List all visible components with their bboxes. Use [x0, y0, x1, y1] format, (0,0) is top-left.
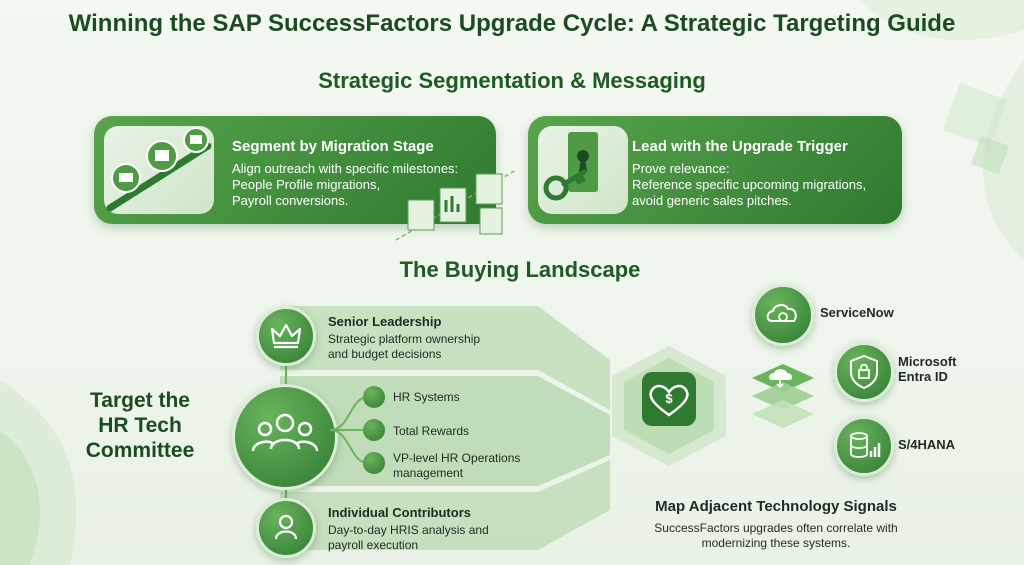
senior-leadership-badge	[256, 306, 316, 366]
committee-badge	[232, 384, 338, 490]
crown-icon	[270, 323, 302, 349]
page-title: Winning the SAP SuccessFactors Upgrade C…	[68, 10, 956, 37]
funnel-bands	[280, 306, 610, 550]
servicenow-badge	[752, 284, 814, 346]
person-icon	[274, 514, 298, 540]
migration-stage-line2: People Profile migrations,	[232, 177, 381, 192]
entra-line2: Entra ID	[898, 369, 948, 384]
hr-systems-label: HR Systems	[393, 390, 460, 404]
senior-leadership-line2: and budget decisions	[328, 347, 442, 361]
total-rewards-label: Total Rewards	[393, 424, 470, 438]
map-signals-title: Map Adjacent Technology Signals	[655, 498, 897, 515]
upgrade-trigger-line3: avoid generic sales pitches.	[632, 193, 792, 208]
target-line3: Committee	[85, 439, 195, 462]
hr-operations-dot	[363, 452, 385, 474]
entra-badge	[834, 342, 894, 402]
migration-stage-card: Segment by Migration Stage Align outreac…	[94, 116, 496, 224]
s4hana-label: S/4HANA	[898, 437, 956, 452]
upgrade-trigger-line2: Reference specific upcoming migrations,	[632, 177, 867, 192]
map-signals-line1: SuccessFactors upgrades often correlate …	[654, 521, 898, 535]
individual-contributors-line1: Day-to-day HRIS analysis and	[328, 523, 489, 537]
individual-contributors-line2: payroll execution	[328, 538, 419, 552]
key-lock-icon	[543, 132, 598, 201]
dollar-icon: $	[665, 391, 673, 406]
landscape-heading: The Buying Landscape	[399, 257, 641, 282]
migration-stage-line3: Payroll conversions.	[232, 193, 349, 208]
segmentation-heading: Strategic Segmentation & Messaging	[318, 68, 706, 93]
floating-documents-icon	[395, 169, 517, 241]
cloud-stack-icon	[752, 364, 814, 428]
migration-stage-title: Segment by Migration Stage	[232, 138, 434, 155]
trigger-illustration	[538, 126, 628, 214]
upgrade-trigger-title: Lead with the Upgrade Trigger	[632, 138, 848, 155]
senior-leadership-title: Senior Leadership	[328, 314, 442, 329]
cloud-gear-icon	[766, 304, 797, 322]
servicenow-label: ServiceNow	[820, 305, 894, 320]
total-rewards-dot	[363, 419, 385, 441]
individual-contributors-title: Individual Contributors	[328, 505, 471, 520]
hr-operations-line2: management	[393, 466, 464, 480]
hr-systems-dot	[363, 386, 385, 408]
migration-stage-line1: Align outreach with specific milestones:	[232, 161, 459, 176]
shield-lock-icon	[850, 354, 878, 390]
database-chart-icon	[850, 432, 881, 458]
milestone-flag-icon	[106, 127, 212, 212]
map-signals-line2: modernizing these systems.	[701, 536, 851, 550]
individual-contributors-badge	[256, 498, 316, 558]
entra-line1: Microsoft	[898, 354, 957, 369]
hr-operations-line1: VP-level HR Operations	[393, 451, 521, 465]
group-icon	[251, 413, 319, 452]
target-line1: Target the	[90, 389, 190, 412]
senior-leadership-line1: Strategic platform ownership	[328, 332, 481, 346]
upgrade-trigger-card: Lead with the Upgrade Trigger Prove rele…	[528, 116, 902, 224]
target-line2: HR Tech	[98, 414, 182, 437]
s4hana-badge	[834, 416, 894, 476]
migration-illustration	[104, 126, 214, 214]
upgrade-trigger-line1: Prove relevance:	[632, 161, 730, 176]
successfactors-hub: $	[612, 346, 726, 466]
